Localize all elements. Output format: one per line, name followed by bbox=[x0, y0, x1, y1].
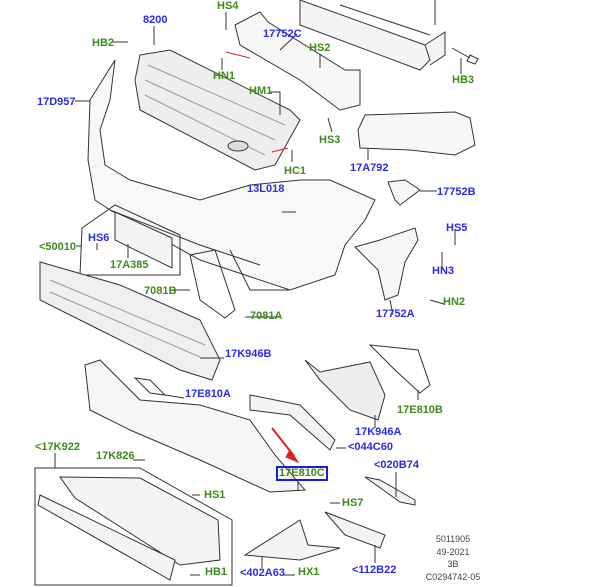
grille-17k946a bbox=[304, 359, 386, 421]
label-020b74[interactable]: <020B74 bbox=[374, 459, 419, 471]
label-hs7[interactable]: HS7 bbox=[342, 497, 364, 509]
bracket-17752b bbox=[387, 179, 421, 206]
label-hc1[interactable]: HC1 bbox=[284, 165, 307, 177]
label-hs5[interactable]: HS5 bbox=[446, 222, 468, 234]
bracket-17a792 bbox=[357, 111, 476, 156]
label-17a792[interactable]: 17A792 bbox=[350, 162, 389, 174]
trim-020b74 bbox=[364, 476, 416, 506]
diagram-reference-block: 5011905 49-2021 3B C0294742-05 bbox=[420, 533, 486, 583]
bezel-17e810b bbox=[368, 344, 431, 394]
pointer-arrowhead bbox=[285, 449, 300, 464]
footer-line-3: 3B bbox=[447, 559, 459, 569]
footer-line-1: 5011905 bbox=[435, 534, 471, 544]
label-17752c[interactable]: 17752C bbox=[263, 28, 302, 40]
label-hs6[interactable]: HS6 bbox=[88, 232, 110, 244]
label-hn2[interactable]: HN2 bbox=[443, 296, 466, 308]
label-17k946a[interactable]: 17K946A bbox=[355, 426, 402, 438]
label-hs2[interactable]: HS2 bbox=[309, 42, 331, 54]
label-13l018[interactable]: 13L018 bbox=[247, 183, 285, 195]
label-hm1[interactable]: HM1 bbox=[249, 85, 273, 97]
label-7081a[interactable]: 7081A bbox=[250, 310, 283, 322]
label-17752a[interactable]: 17752A bbox=[376, 308, 415, 320]
deflector-402a63 bbox=[243, 519, 341, 561]
label-hb2[interactable]: HB2 bbox=[92, 37, 115, 49]
cover-17e810a bbox=[133, 377, 167, 396]
label-50010[interactable]: <50010 bbox=[39, 241, 77, 253]
grille-8200 bbox=[134, 49, 301, 171]
bracket-17752a bbox=[354, 227, 419, 301]
label-hs4[interactable]: HS4 bbox=[217, 0, 239, 12]
label-17a385[interactable]: 17A385 bbox=[110, 259, 149, 271]
label-17d957[interactable]: 17D957 bbox=[37, 96, 76, 108]
label-hs3[interactable]: HS3 bbox=[319, 134, 341, 146]
plate-bracket-17a385 bbox=[114, 211, 173, 269]
label-hs1[interactable]: HS1 bbox=[204, 489, 226, 501]
red-indicators bbox=[225, 51, 300, 464]
lower-grille-17k946b bbox=[39, 261, 221, 381]
plate-group-frame bbox=[79, 204, 181, 276]
trim-044c60 bbox=[249, 394, 336, 451]
label-17k922[interactable]: <17K922 bbox=[35, 441, 80, 453]
label-17e810b[interactable]: 17E810B bbox=[397, 404, 443, 416]
label-hn1[interactable]: HN1 bbox=[213, 70, 236, 82]
lower-grille-slats bbox=[49, 279, 206, 358]
crossmember-beam bbox=[299, 0, 446, 71]
undertray-group-frame bbox=[34, 467, 233, 586]
bolt-hb3 bbox=[451, 47, 479, 65]
undertray-17k922 bbox=[59, 476, 221, 566]
label-hn3[interactable]: HN3 bbox=[432, 265, 455, 277]
trim-112b22 bbox=[324, 511, 386, 549]
bumper-lower-edge bbox=[109, 209, 290, 291]
label-hx1[interactable]: HX1 bbox=[298, 566, 320, 578]
grille-badge bbox=[227, 140, 249, 152]
label-hb1[interactable]: HB1 bbox=[205, 566, 228, 578]
footer-line-2: 49-2021 bbox=[436, 546, 470, 557]
label-hb3[interactable]: HB3 bbox=[452, 74, 475, 86]
label-17k946b[interactable]: 17K946B bbox=[225, 348, 272, 360]
undertray-strip bbox=[37, 494, 176, 581]
undershield-17e810c bbox=[84, 359, 307, 493]
footer-line-4: C0294742-05 bbox=[425, 571, 481, 582]
label-402a63[interactable]: <402A63 bbox=[240, 567, 285, 579]
label-8200[interactable]: 8200 bbox=[143, 14, 168, 26]
trim-7081a bbox=[189, 249, 236, 319]
label-17k826[interactable]: 17K826 bbox=[96, 450, 135, 462]
label-17752b[interactable]: 17752B bbox=[437, 186, 476, 198]
label-17e810a[interactable]: 17E810A bbox=[185, 388, 231, 400]
leader-lines bbox=[54, 12, 462, 576]
bracket-17752c bbox=[234, 11, 361, 111]
label-044c60[interactable]: <044C60 bbox=[348, 441, 393, 453]
label-17e810c-highlighted[interactable]: 17E810C bbox=[276, 466, 328, 481]
label-7081b[interactable]: 7081B bbox=[144, 285, 177, 297]
label-112b22[interactable]: <112B22 bbox=[352, 564, 397, 576]
